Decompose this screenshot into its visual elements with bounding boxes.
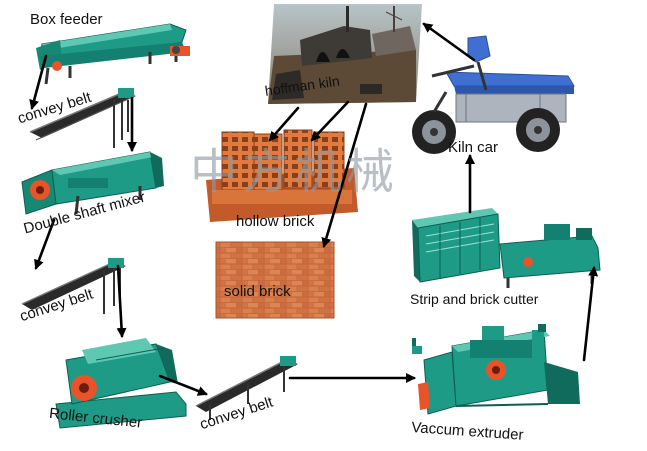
convey-belt-2-machine xyxy=(21,258,126,314)
arrow-kiln-car-to-hoffman-kiln xyxy=(422,22,476,62)
arrow-kiln-to-hollow-brick xyxy=(268,106,300,142)
hoffman-kiln-photo xyxy=(268,4,422,104)
solid-brick-label: solid brick xyxy=(224,283,291,300)
strip-and-brick-cutter-label: Strip and brick cutter xyxy=(410,291,539,307)
arrow-mixer-to-belt2 xyxy=(34,218,56,270)
box-feeder-machine xyxy=(36,23,190,85)
arrow-kiln-to-solid-brick xyxy=(321,102,368,248)
convey-belt-1-machine xyxy=(29,88,136,148)
arrow-kiln-to-hollow-brick-2 xyxy=(310,100,350,142)
vaccum-extruder-machine xyxy=(412,324,580,415)
hollow-brick-label: hollow brick xyxy=(236,213,315,230)
hollow-brick-photo xyxy=(206,129,358,222)
arrow-belt2-to-crusher xyxy=(116,264,127,338)
solid-brick-photo xyxy=(215,241,335,319)
company-watermark: 中方机械 xyxy=(190,144,399,200)
double-shaft-mixer-machine xyxy=(21,151,164,215)
kiln-car-vehicle xyxy=(412,35,575,154)
strip-and-brick-cutter-machine xyxy=(412,208,601,288)
arrow-feeder-to-belt1 xyxy=(29,54,48,110)
convey-belt-3-machine xyxy=(195,356,298,420)
kiln-car-label: Kiln car xyxy=(448,139,499,156)
arrow-crusher-to-belt3 xyxy=(158,374,208,396)
box-feeder-label: Box feeder xyxy=(30,11,103,28)
roller-crusher-machine xyxy=(55,338,187,429)
flow-arrows xyxy=(29,22,599,396)
arrow-extruder-to-cutter xyxy=(582,266,599,362)
